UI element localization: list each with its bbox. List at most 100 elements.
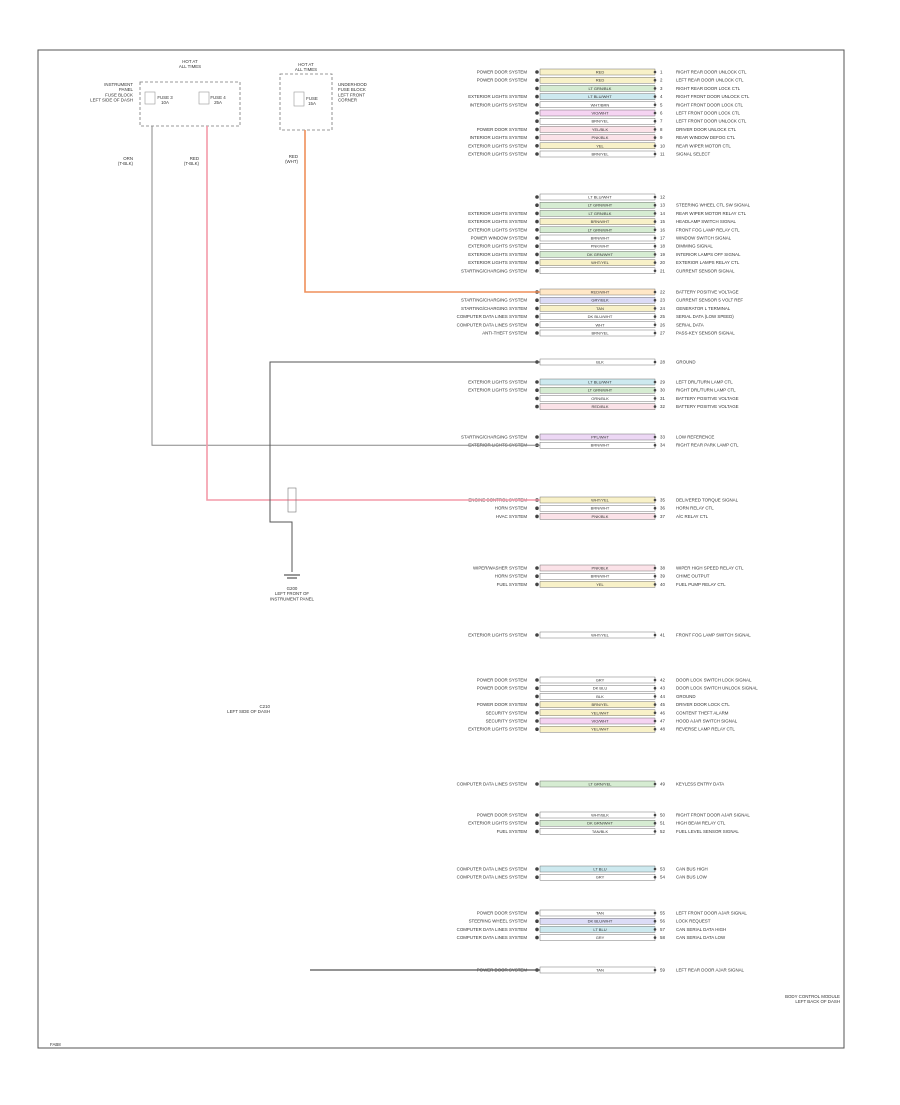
fuse-right-header: ALL TIMES [295,67,317,72]
wire-source-label: EXTERIOR LIGHTS SYSTEM [468,94,527,99]
fuse-right-header: HOT AT [298,62,314,67]
wire-source-label: EXTERIOR LIGHTS SYSTEM [468,143,527,148]
pin-number: 21 [660,268,665,273]
pin-terminal [653,136,657,139]
connector-location-label: LEFT SIDE OF DASH [227,709,270,714]
pin-terminal [653,298,657,302]
wire-source-label: INTERIOR LIGHTS SYSTEM [470,102,528,107]
wire-color-code: BRN/YEL [591,702,609,707]
pin-terminal [653,95,657,98]
connector-dot [535,506,539,511]
fuse-left-wire-a-color: (T-BLK) [118,161,134,166]
connector-dot [535,195,539,199]
wire-color-code: GRY [596,935,605,940]
pin-number: 12 [660,195,665,200]
connector-dot [535,219,539,224]
fuse-right-side-label: UNDERHOOD [338,82,367,87]
pin-terminal [653,830,657,833]
pin-function-label: LOW REFERENCE [676,435,714,440]
pin-number: 33 [660,435,665,440]
wire-color-code: WHT/BLK [591,813,609,818]
wire-color-code: TAN [596,306,604,311]
pin-function-label: SERIAL DATA [676,322,704,327]
wire-color-code: BLK [596,694,604,699]
pin-function-label: RIGHT REAR DOOR UNLOCK CTL [676,70,747,75]
wire-source-label: SECURITY SYSTEM [486,710,528,715]
connector-dot [535,380,539,384]
pin-terminal [653,220,657,223]
wire-color-code: GRY/BLK [591,298,609,303]
wire-color-code: LT BLU [593,867,606,872]
pin-terminal [653,128,657,131]
pin-number: 50 [660,813,665,818]
wire-source-label: SECURITY SYSTEM [486,719,528,724]
wire-source-label: EXTERIOR LIGHTS SYSTEM [468,633,527,638]
diagram-frame [37,49,845,1049]
wire-color-code: PNK/BLK [592,514,609,519]
wire-source-label: EXTERIOR LIGHTS SYSTEM [468,252,527,257]
pin-number: 15 [660,219,665,224]
pin-function-label: CURRENT SENSOR SIGNAL [676,268,735,273]
connector-dot [535,782,539,786]
connector-location-label: C210 [260,704,271,709]
wire-color-code: RED [596,70,605,75]
connector-dot [535,686,539,690]
wire-color-code: BRN/YEL [591,331,609,336]
pin-function-label: EXTERIOR LAMPS RELAY CTL [676,260,740,265]
pin-function-label: DOOR LOCK SWITCH LOCK SIGNAL [676,678,752,683]
pin-terminal [653,633,657,637]
pin-number: 29 [660,380,665,385]
wire-segment [539,267,656,274]
connector-dot [535,919,539,923]
wire-source-label: FUEL SYSTEM [497,829,528,834]
wire-color-code: LT GRN/BLK [589,211,612,216]
pin-terminal [653,821,657,825]
pin-number: 24 [660,306,665,311]
footer-code: FAB8 [50,1042,61,1047]
fuse-left-side-label: PANEL [119,87,134,92]
fuse-left-b-label: 25A [214,100,222,105]
pin-function-label: RIGHT FRONT DOOR UNLOCK CTL [676,94,750,99]
pin-number: 36 [660,506,665,511]
fuse-left-wire-b-color: RED [190,156,199,161]
module-name-label: LEFT BACK OF DASH [795,999,840,1004]
pin-number: 42 [660,678,665,683]
pin-terminal [653,360,657,364]
pin-function-label: LEFT REAR DOOR AJAR SIGNAL [676,968,745,973]
pin-number: 34 [660,443,665,448]
wire-color-code: WHT/BRN [591,102,610,107]
fuse-left-side-label: LEFT SIDE OF DASH [90,98,133,103]
wire-color-code: RED/BLK [591,404,608,409]
wire-color-code: PPL/WHT [591,435,609,440]
connector-dot [535,119,539,123]
fuse-right-wire-color: RED [289,154,298,159]
connector-dot [535,727,539,731]
wire-color-code: YEL [596,143,604,148]
wire-color-code: LT BLU/WHT [588,380,612,385]
connector-dot [535,323,539,327]
pin-number: 49 [660,782,665,787]
pin-terminal [653,583,657,586]
connector-dot [535,435,539,439]
pin-function-label: KEYLESS ENTRY DATA [676,782,724,787]
pin-number: 55 [660,911,665,916]
pin-function-label: CHIME OUTPUT [676,574,710,579]
wire-color-code: YEL/WHT [591,710,609,715]
pin-terminal [653,195,657,199]
wire-color-code: LT GRN/WHT [588,227,613,232]
connector-dot [535,152,539,156]
pin-function-label: DRIVER DOOR UNLOCK CTL [676,127,737,132]
pin-terminal [653,236,657,240]
pin-number: 16 [660,227,665,232]
pin-number: 57 [660,927,665,932]
fuse-left-b-symbol [198,91,210,105]
wire-color-code: RED/WHT [591,290,610,295]
fuse-left-header: ALL TIMES [179,64,201,69]
pin-number: 38 [660,566,665,571]
wire-color-code: DK GRN/WHT [587,821,613,826]
connector-dot [535,298,539,303]
pin-terminal [653,315,657,318]
connector-dot [535,236,539,240]
fuse-left-side-label: INSTRUMENT [104,82,133,87]
wire-color-code: YEL/BLK [592,127,609,132]
